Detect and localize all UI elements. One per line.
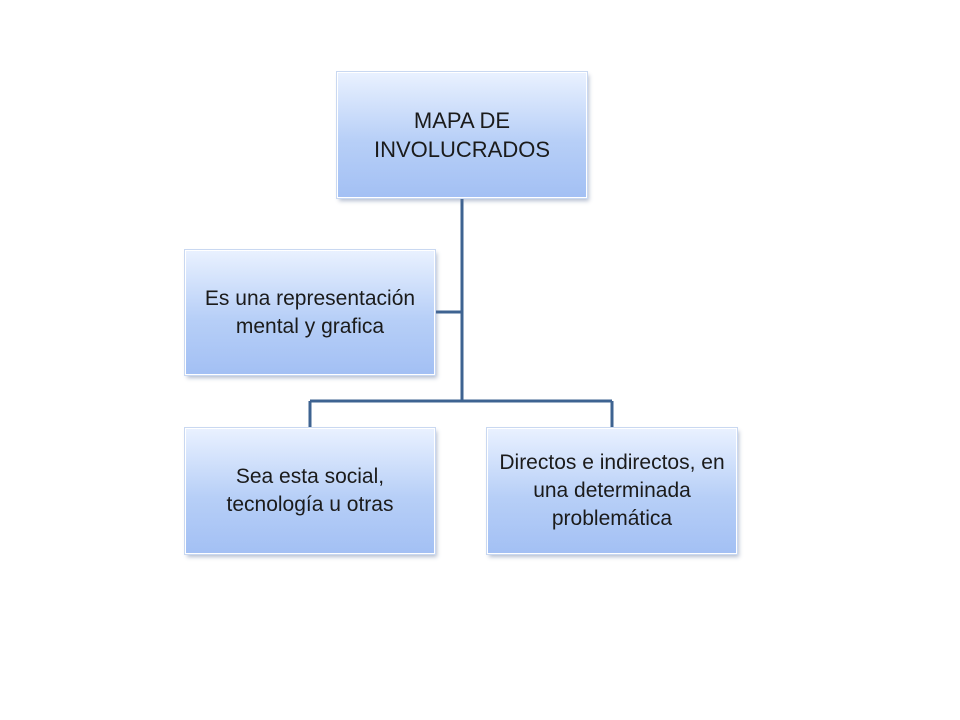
assistant-node-label: Es una representación mental y grafica (204, 286, 416, 338)
root-node: MAPA DE INVOLUCRADOS (337, 72, 587, 198)
child-node-left-label: Sea esta social, tecnología u otras (226, 465, 394, 516)
child-node-right-label: Directos e indirectos, en una determinad… (499, 451, 725, 530)
root-node-label: MAPA DE INVOLUCRADOS (373, 107, 551, 162)
child-node-left: Sea esta social, tecnología u otras (185, 428, 435, 554)
assistant-node: Es una representación mental y grafica (185, 250, 435, 375)
child-node-right: Directos e indirectos, en una determinad… (487, 428, 737, 554)
